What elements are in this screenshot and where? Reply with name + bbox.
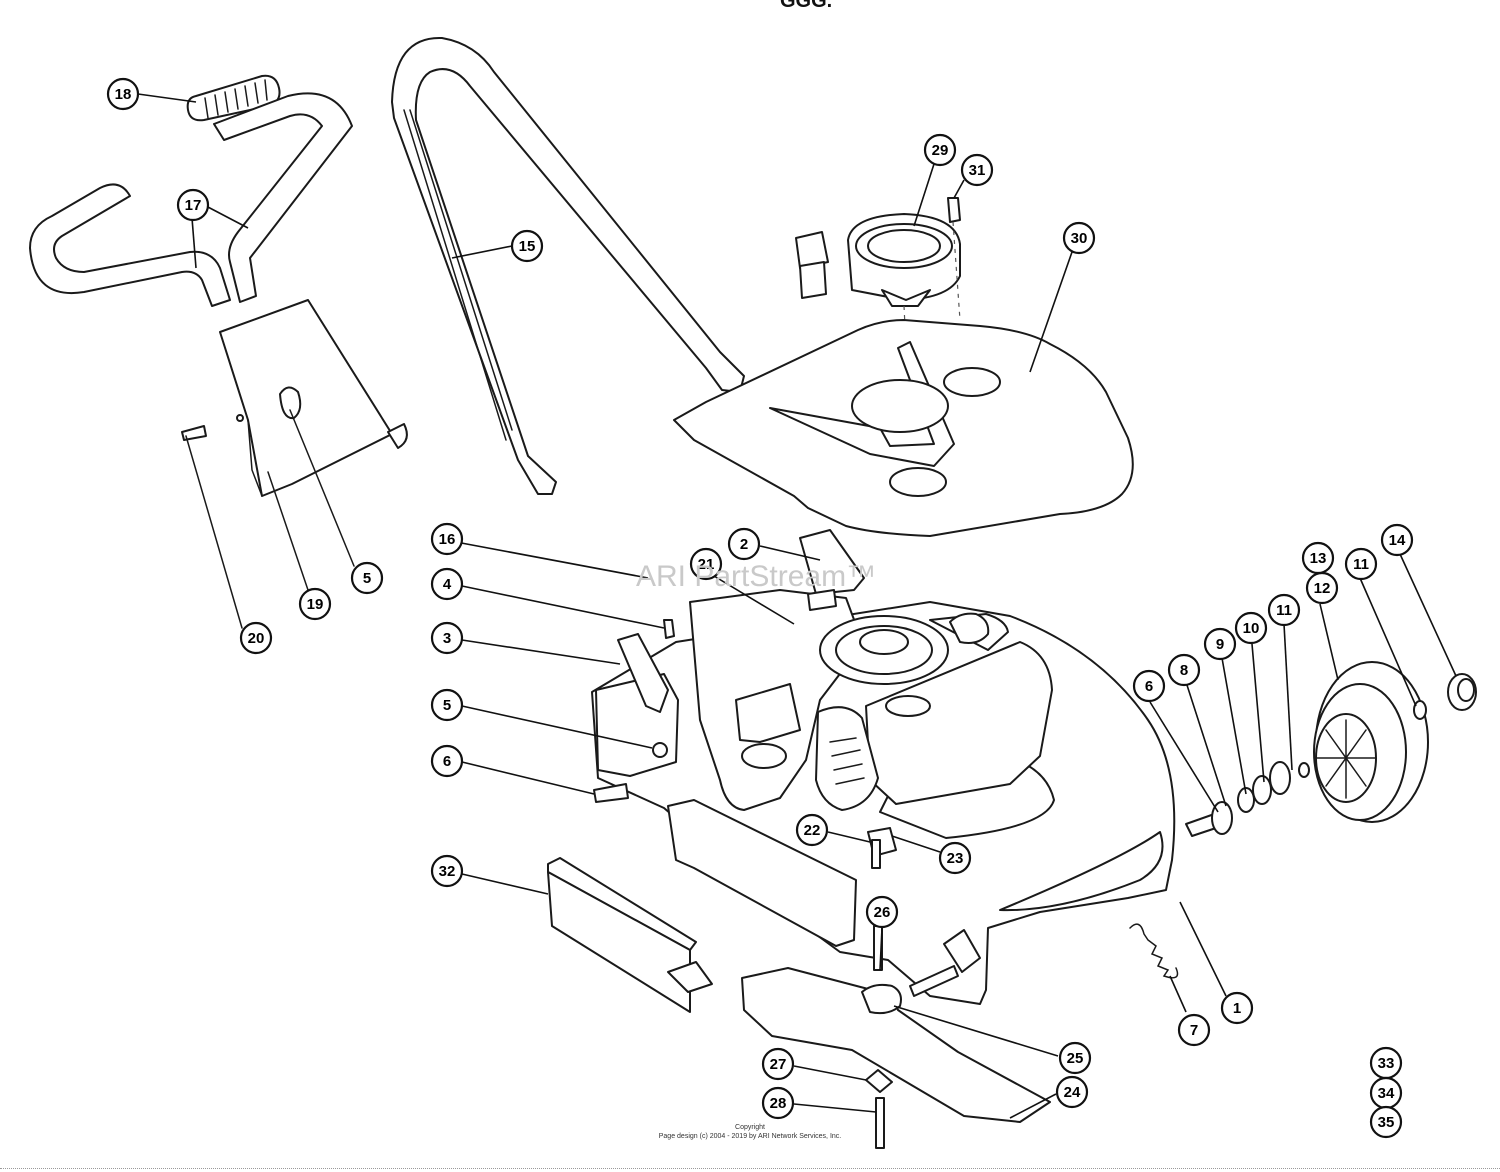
callout-30-label: 30 — [1071, 230, 1088, 247]
callout-28: 28 — [761, 1086, 795, 1120]
callout-24: 24 — [1055, 1075, 1089, 1109]
callout-34-label: 34 — [1378, 1085, 1395, 1102]
callout-14: 14 — [1380, 523, 1414, 557]
copyright-text: Page design (c) 2004 - 2019 by ARI Netwo… — [658, 1133, 842, 1140]
callout-22-label: 22 — [804, 822, 821, 839]
starter-assembly — [795, 197, 961, 347]
callout-2-label: 2 — [740, 536, 748, 553]
callout-10: 10 — [1234, 611, 1268, 645]
callout-26: 26 — [865, 895, 899, 929]
callout-11-right: 11 — [1344, 547, 1378, 581]
callout-1-label: 1 — [1233, 1000, 1241, 1017]
callout-10-label: 10 — [1243, 620, 1260, 637]
callout-25: 25 — [1058, 1041, 1092, 1075]
callout-13-label: 13 — [1310, 550, 1327, 567]
callout-29: 29 — [923, 133, 957, 167]
callout-11-left-label: 11 — [1276, 602, 1292, 619]
callout-14-label: 14 — [1389, 532, 1406, 549]
callout-20: 20 — [239, 621, 273, 655]
wheel-assembly — [1185, 661, 1477, 837]
callout-6-left: 6 — [430, 744, 464, 778]
lower-handle — [391, 36, 745, 495]
callout-17: 17 — [176, 188, 210, 222]
callout-27-label: 27 — [770, 1056, 787, 1073]
callout-24-label: 24 — [1064, 1084, 1081, 1101]
callout-19-label: 19 — [307, 596, 324, 613]
leader-lines — [137, 93, 1457, 1119]
copyright-notice: Copyright Page design (c) 2004 - 2019 by… — [600, 1123, 900, 1141]
callout-33: 33 — [1369, 1046, 1403, 1080]
copyright-title: Copyright — [735, 1124, 765, 1131]
callout-18-label: 18 — [115, 86, 132, 103]
callout-6-right-label: 6 — [1145, 678, 1153, 695]
handle-bracket — [181, 299, 408, 497]
callout-12-label: 12 — [1314, 580, 1331, 597]
header-fragment: GGG. — [780, 0, 833, 12]
callout-29-label: 29 — [932, 142, 949, 159]
callout-20-label: 20 — [248, 630, 265, 647]
callout-26-label: 26 — [874, 904, 891, 921]
callout-2: 2 — [727, 527, 761, 561]
callout-11-left: 11 — [1267, 593, 1301, 627]
callout-25-label: 25 — [1067, 1050, 1084, 1067]
callout-27: 27 — [761, 1047, 795, 1081]
upper-handle — [29, 92, 353, 307]
callout-34: 34 — [1369, 1076, 1403, 1110]
callout-30: 30 — [1062, 221, 1096, 255]
callout-17-label: 17 — [185, 197, 202, 214]
callout-16: 16 — [430, 522, 464, 556]
bottom-divider — [0, 1168, 1500, 1169]
callout-7: 7 — [1177, 1013, 1211, 1047]
callout-21-label: 21 — [698, 556, 715, 573]
callout-9-label: 9 — [1216, 636, 1224, 653]
callout-23: 23 — [938, 841, 972, 875]
callout-15: 15 — [510, 229, 544, 263]
callout-4-label: 4 — [443, 576, 452, 593]
callout-11-right-label: 11 — [1353, 556, 1369, 573]
callout-32-label: 32 — [439, 863, 456, 880]
engine — [689, 589, 1053, 811]
callout-35-label: 35 — [1378, 1114, 1395, 1131]
callout-1: 1 — [1220, 991, 1254, 1025]
spring — [1129, 923, 1179, 979]
callout-8: 8 — [1167, 653, 1201, 687]
callout-31: 31 — [960, 153, 994, 187]
callout-8-label: 8 — [1180, 662, 1188, 679]
callout-33-label: 33 — [1378, 1055, 1395, 1072]
callout-5-deck: 5 — [430, 688, 464, 722]
callout-9: 9 — [1203, 627, 1237, 661]
callout-21: 21 — [689, 547, 723, 581]
callout-19: 19 — [298, 587, 332, 621]
small-hardware — [185, 409, 355, 629]
callout-16-label: 16 — [439, 531, 456, 548]
callout-12: 12 — [1305, 571, 1339, 605]
callout-23-label: 23 — [947, 850, 964, 867]
callout-4: 4 — [430, 567, 464, 601]
callout-3: 3 — [430, 621, 464, 655]
callout-5-handle: 5 — [350, 561, 384, 595]
engine-shroud — [673, 319, 1134, 537]
watermark: ARI PartStream™ — [636, 560, 877, 593]
callout-7-label: 7 — [1190, 1022, 1198, 1039]
callout-6-left-label: 6 — [443, 753, 451, 770]
callout-31-label: 31 — [969, 162, 986, 179]
callout-5-deck-label: 5 — [443, 697, 451, 714]
callout-3-label: 3 — [443, 630, 451, 647]
callout-32: 32 — [430, 854, 464, 888]
callout-18: 18 — [106, 77, 140, 111]
callout-28-label: 28 — [770, 1095, 787, 1112]
side-plate — [593, 529, 865, 803]
height-adjuster — [909, 929, 981, 997]
discharge-chute — [547, 799, 857, 1013]
callout-22: 22 — [795, 813, 829, 847]
callout-6-right: 6 — [1132, 669, 1166, 703]
callout-15-label: 15 — [519, 238, 536, 255]
callout-5-handle-label: 5 — [363, 570, 371, 587]
callout-35: 35 — [1369, 1105, 1403, 1139]
callout-13: 13 — [1301, 541, 1335, 575]
